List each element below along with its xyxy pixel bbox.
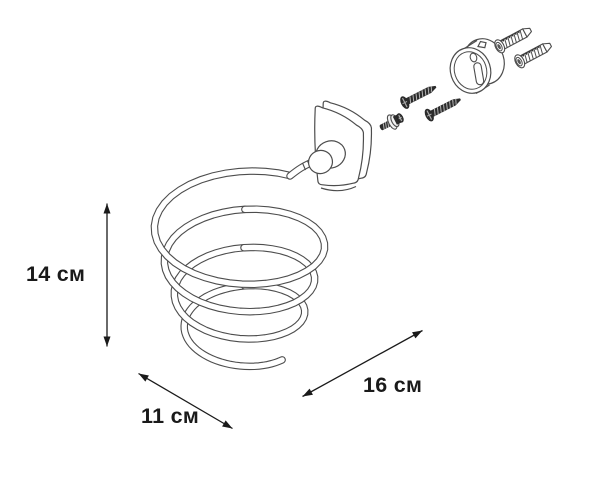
dimension-label-width: 16 см bbox=[363, 373, 423, 397]
dimension-arrow-width bbox=[302, 329, 423, 398]
dimension-label-height: 14 см bbox=[26, 262, 86, 286]
plate-hub bbox=[307, 140, 346, 175]
dimension-arrow-depth bbox=[138, 372, 233, 430]
dimension-label-depth: 11 см bbox=[141, 404, 200, 428]
mounting-screw-1 bbox=[400, 85, 437, 109]
wall-anchor-2 bbox=[514, 42, 553, 69]
spiral-holder-coil bbox=[150, 157, 329, 371]
set-screw-with-washer bbox=[379, 113, 404, 131]
mounting-screw-2 bbox=[424, 98, 461, 122]
wall-anchor-1 bbox=[494, 27, 533, 54]
round-mounting-bracket bbox=[449, 38, 505, 95]
